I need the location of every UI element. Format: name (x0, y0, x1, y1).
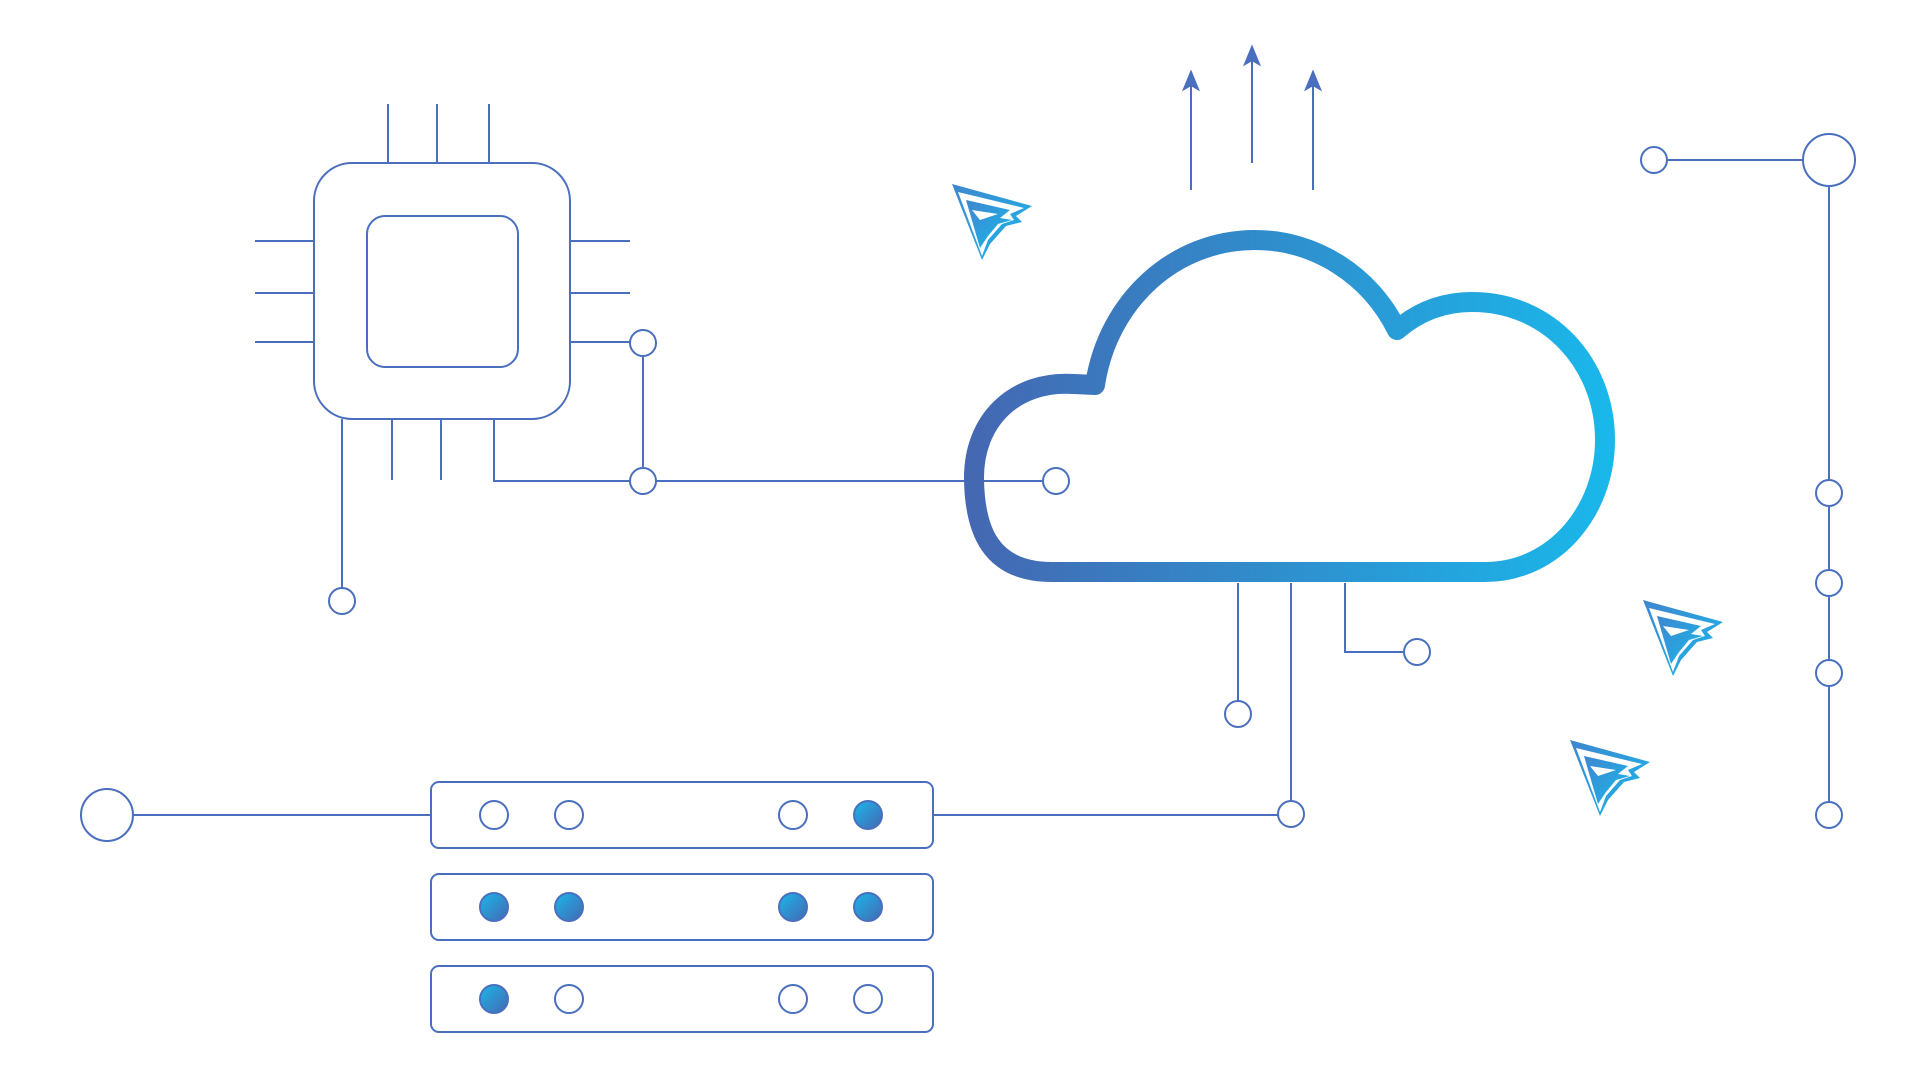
circuit-node (629, 467, 657, 495)
circuit-node-large (80, 788, 134, 842)
paper-plane-icon (952, 184, 1032, 260)
circuit-node (1815, 801, 1843, 829)
circuit-node (1042, 467, 1070, 495)
status-led-on (853, 892, 883, 922)
arrow-head (1303, 69, 1323, 92)
status-led-off (778, 800, 808, 830)
right-circuit-bus (1640, 133, 1856, 829)
circuit-node (1224, 700, 1252, 728)
circuit-node (1640, 146, 1668, 174)
circuit-node (1815, 479, 1843, 507)
circuit-node (1403, 638, 1431, 666)
circuit-node (629, 329, 657, 357)
arrow-head (1181, 69, 1201, 92)
upload-arrows-icon (1181, 44, 1323, 190)
server-rack-icon (80, 781, 1278, 1033)
status-led-on (479, 892, 509, 922)
paper-plane-icon (1570, 740, 1650, 816)
circuit-node (1815, 569, 1843, 597)
cloud-trace (1344, 583, 1404, 653)
paper-plane-icon (1643, 600, 1723, 676)
cloud-icon (963, 230, 1615, 828)
arrow-head (1242, 44, 1262, 67)
server-unit-3 (430, 965, 934, 1033)
status-led-off (554, 984, 584, 1014)
status-led-on (778, 892, 808, 922)
circuit-node (1815, 659, 1843, 687)
server-unit-1 (430, 781, 934, 849)
server-unit-2 (430, 873, 934, 941)
status-led-off (778, 984, 808, 1014)
circuit-node-large (1802, 133, 1856, 187)
cloud-outline (963, 230, 1615, 582)
chip-outer-body (313, 162, 571, 420)
status-led-off (479, 800, 509, 830)
status-led-off (853, 984, 883, 1014)
chip-inner-die (366, 215, 519, 368)
status-led-off (554, 800, 584, 830)
microchip-icon (255, 104, 1070, 615)
circuit-node (328, 587, 356, 615)
circuit-node (1277, 800, 1305, 828)
chip-to-cloud-trace (493, 419, 643, 482)
status-led-on (554, 892, 584, 922)
status-led-on (853, 800, 883, 830)
server-leds (479, 800, 883, 1014)
status-led-on (479, 984, 509, 1014)
